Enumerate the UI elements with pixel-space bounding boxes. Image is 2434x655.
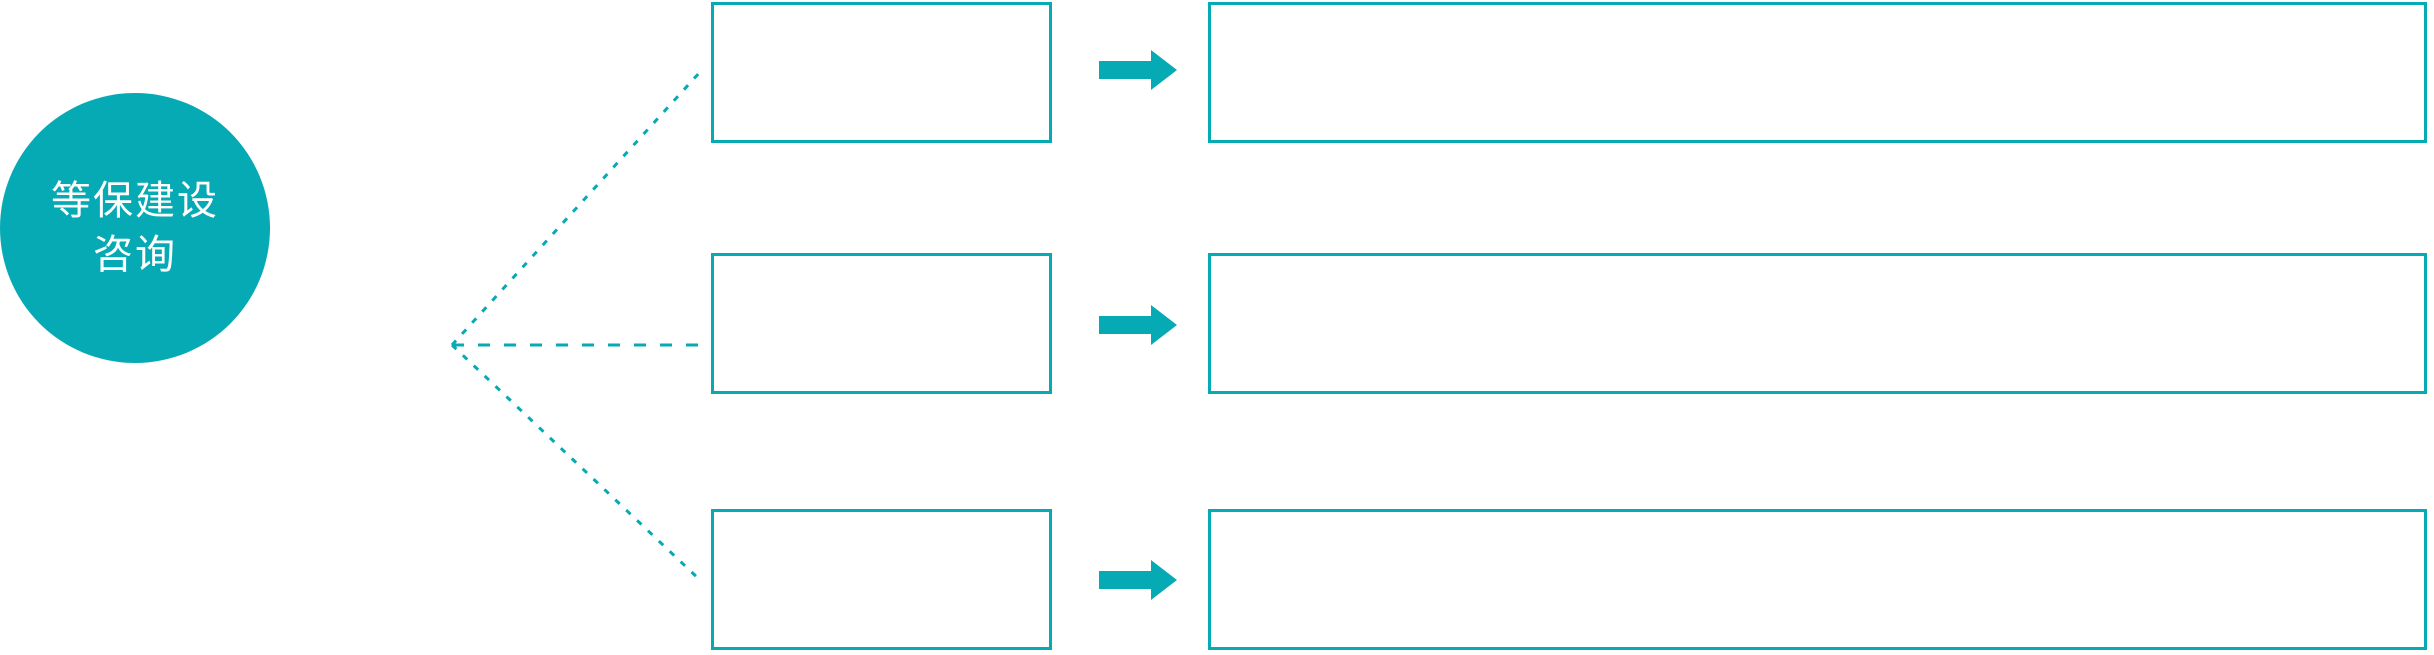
detail-box-2[interactable]	[1208, 253, 2427, 394]
stage-box-2[interactable]	[711, 253, 1052, 394]
connector-line-bottom	[450, 343, 702, 582]
arrow-right-icon	[1099, 305, 1177, 345]
hub-circle-node[interactable]: 等保建设 咨询	[0, 93, 270, 363]
arrow-right-icon	[1099, 560, 1177, 600]
hub-label-line-1: 等保建设	[51, 179, 219, 223]
arrow-right-icon	[1099, 50, 1177, 90]
hub-label-line-2: 咨询	[93, 233, 177, 277]
detail-box-1[interactable]	[1208, 2, 2427, 143]
stage-box-1[interactable]	[711, 2, 1052, 143]
detail-box-3[interactable]	[1208, 509, 2427, 650]
connector-line-top	[450, 70, 702, 347]
stage-box-3[interactable]	[711, 509, 1052, 650]
